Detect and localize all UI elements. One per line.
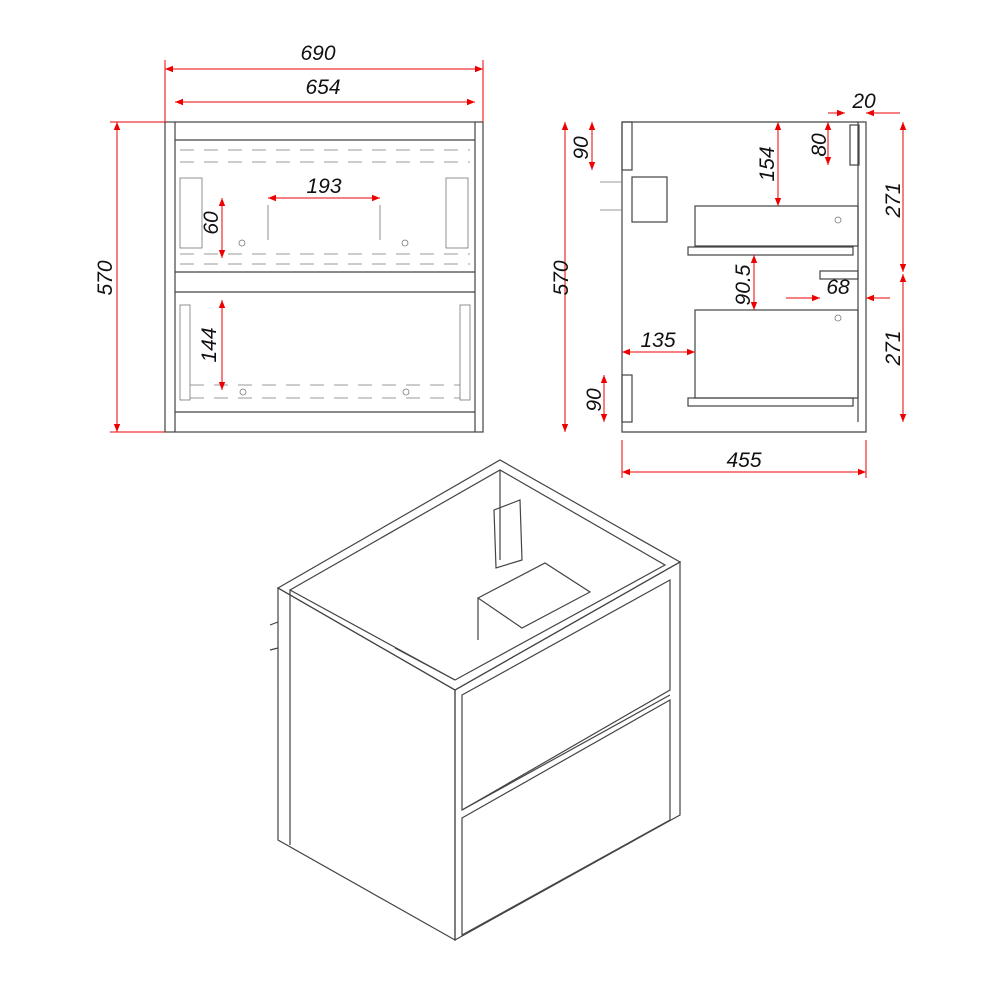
side-dimensions: 90 570 154 80 20 271 271 90.5 68 135 90 … [550,90,907,478]
dim-handle-depth: 68 [826,276,850,299]
dim-depth: 455 [726,449,761,472]
dim-drawer-gap: 90.5 [732,264,755,305]
dim-inner-width: 654 [305,76,340,99]
side-view [600,121,867,433]
isometric-view [269,459,682,942]
dim-bottom-drawer-offset: 144 [198,327,221,362]
front-dimensions: 690 654 570 193 60 144 [94,42,484,433]
dim-height-front: 570 [94,260,117,295]
dim-handle-height: 80 [808,133,831,157]
dim-overall-width: 690 [300,42,335,65]
dim-top-rail: 90 [570,136,593,160]
dim-back-clearance: 135 [640,329,675,352]
dim-bottom-rail: 90 [583,388,606,412]
dim-bracket-spacing: 193 [306,175,341,198]
dim-top-drawer-offset: 60 [200,211,223,235]
dim-drawer-front-top: 271 [882,182,905,218]
dim-top-drawer-clearance: 154 [756,146,779,181]
dim-height-side: 570 [550,260,573,295]
dim-drawer-front-bottom: 271 [882,330,905,366]
front-view [164,121,484,433]
dim-front-thickness: 20 [851,90,876,113]
